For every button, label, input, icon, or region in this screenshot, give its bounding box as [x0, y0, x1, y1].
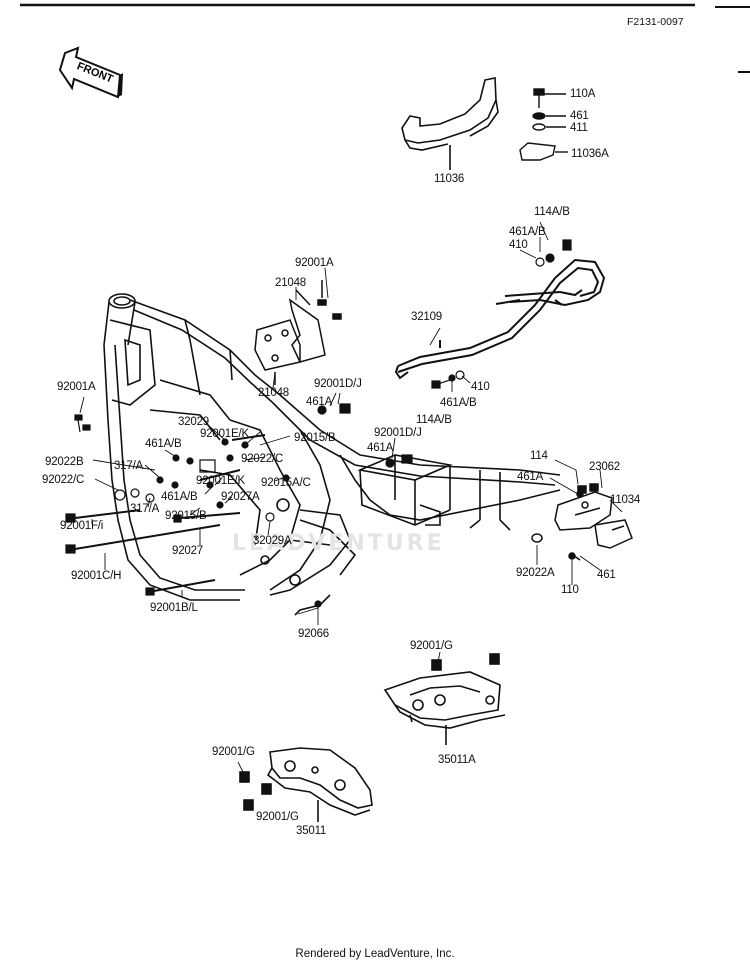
- part-label-32029: 32029: [178, 416, 209, 428]
- brackets-23062-11034: [531, 483, 633, 561]
- part-label-461ab-left: 461A/B: [145, 438, 182, 450]
- part-label-92001ch: 92001C/H: [71, 570, 122, 582]
- part-label-23062: 23062: [589, 461, 620, 473]
- part-label-92001dj-2: 92001D/J: [374, 427, 422, 439]
- part-label-317a-1: 317/A: [114, 460, 144, 472]
- part-label-410-mid: 410: [471, 381, 490, 393]
- part-label-461: 461: [570, 110, 589, 122]
- part-label-92027a: 92027A: [221, 491, 260, 503]
- part-label-461-low: 461: [597, 569, 616, 581]
- part-label-317a-2: 317/A: [130, 503, 160, 515]
- bracket-35011a: [383, 653, 506, 745]
- part-label-461ab-top: 461A/B: [509, 226, 546, 238]
- part-label-21048-top: 21048: [275, 277, 306, 289]
- leader-lines: [79, 221, 623, 773]
- part-label-110a: 110A: [570, 88, 596, 100]
- part-label-92001g-2: 92001/G: [212, 746, 255, 758]
- part-label-11036: 11036: [434, 173, 465, 185]
- part-label-92027: 92027: [172, 545, 203, 557]
- part-label-114: 114: [530, 450, 548, 462]
- watermark: LEADVENTURE: [232, 531, 445, 556]
- part-label-11034: 11034: [610, 494, 641, 506]
- part-label-114ab-mid: 114A/B: [416, 414, 452, 426]
- part-label-114ab-top: 114A/B: [534, 206, 570, 218]
- part-label-92022a: 92022A: [516, 567, 555, 579]
- part-label-92001ek-2: 92001E/K: [196, 475, 245, 487]
- part-label-461ab-low: 461A/B: [161, 491, 198, 503]
- part-label-92001g-3: 92001/G: [256, 811, 299, 823]
- part-label-21048-bot: 21048: [258, 387, 289, 399]
- part-label-461a-1: 461A: [306, 396, 333, 408]
- hardware-110a: [519, 88, 568, 161]
- part-label-92001fi: 92001F/i: [60, 520, 104, 532]
- part-label-461ab-mid: 461A/B: [440, 397, 477, 409]
- part-label-92022b: 92022B: [45, 456, 84, 468]
- part-label-92015b-1: 92015/B: [294, 432, 336, 444]
- part-label-461a-3: 461A: [517, 471, 544, 483]
- part-label-11036a: 11036A: [571, 148, 609, 160]
- part-label-92001dj-1: 92001D/J: [314, 378, 362, 390]
- part-label-92001a-left: 92001A: [57, 381, 96, 393]
- bracket-35011: [239, 747, 373, 822]
- part-label-110: 110: [561, 584, 579, 596]
- part-label-92015ac: 92015A/C: [261, 477, 311, 489]
- part-label-92001ek-1: 92001E/K: [200, 428, 249, 440]
- footer-credit: Rendered by LeadVenture, Inc.: [295, 948, 455, 960]
- part-label-92001bl: 92001B/L: [150, 602, 198, 614]
- part-label-92001g-1: 92001/G: [410, 640, 453, 652]
- part-label-411: 411: [570, 122, 588, 134]
- part-label-92022c-2: 92022/C: [42, 474, 85, 486]
- grab-rail-32109: [394, 258, 606, 380]
- part-label-92015b-2: 92015/B: [165, 510, 207, 522]
- part-label-32029a: 32029A: [253, 535, 292, 547]
- part-label-92001a-top: 92001A: [295, 257, 334, 269]
- brackets-21048: [254, 280, 342, 385]
- part-label-92066: 92066: [298, 628, 329, 640]
- diagram-code: F2131-0097: [627, 16, 684, 28]
- part-label-32109: 32109: [411, 311, 442, 323]
- part-label-92022c-1: 92022/C: [241, 453, 284, 465]
- strap-11036: [401, 77, 499, 170]
- left-hardware: [65, 403, 413, 608]
- motorcycle-frame: [103, 293, 561, 616]
- part-label-35011a: 35011A: [438, 754, 476, 766]
- part-label-461a-2: 461A: [367, 442, 394, 454]
- front-arrow-icon: FRONT: [58, 46, 123, 99]
- part-label-410-top: 410: [509, 239, 528, 251]
- hardware-114ab: [431, 239, 572, 389]
- part-label-35011: 35011: [296, 825, 327, 837]
